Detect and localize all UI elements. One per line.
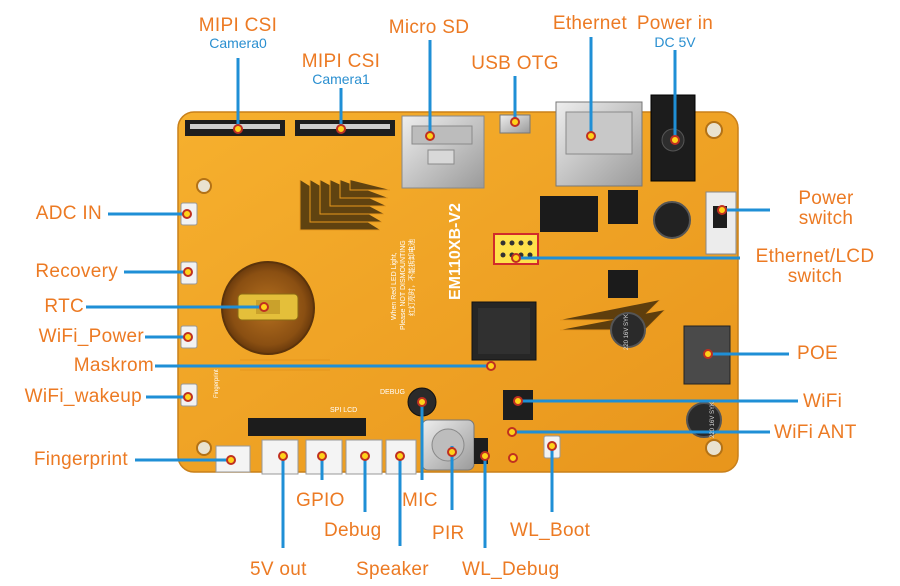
label-mic: MIC (402, 490, 438, 511)
label-debug: Debug (324, 520, 382, 541)
label-wl-debug: WL_Debug (462, 559, 560, 580)
label-wifi-wakeup: WiFi_wakeup (24, 386, 142, 407)
board-model-silk: EM110XB-V2 (447, 203, 464, 300)
board-notice-silk-1: When Red LED Light, (391, 252, 398, 320)
label-recovery: Recovery (35, 261, 118, 282)
spi-lcd-silk: SPI LCD (330, 407, 357, 414)
label-adc-in: ADC IN (35, 203, 102, 224)
debug-silk: DEBUG (380, 389, 405, 396)
label-camera1: Camera1 (312, 71, 370, 87)
fingerprint-silk: Fingerprint (214, 369, 220, 398)
marker-dots (182, 117, 727, 465)
label-wifi-power: WiFi_Power (38, 326, 144, 347)
label-dc-5v: DC 5V (654, 34, 696, 50)
label-poe: POE (797, 343, 839, 364)
mounting-holes (196, 121, 723, 457)
label-camera0: Camera0 (209, 35, 267, 51)
spi-lcd-header (248, 418, 366, 436)
label-wl-boot: WL_Boot (510, 520, 591, 541)
label-micro-sd: Micro SD (388, 17, 470, 38)
label-wifi-ant: WiFi ANT (774, 422, 857, 443)
board-notice-silk-3: 红灯亮时，不能拆卸电池 (407, 239, 416, 316)
label-speaker: Speaker (356, 559, 429, 580)
board-notice-silk-2: Please NOT DISMOUNTING (400, 240, 407, 330)
label-fingerprint: Fingerprint (33, 449, 128, 470)
label-mipi-csi-1: MIPI CSI (301, 51, 381, 72)
label-gpio: GPIO (296, 490, 345, 511)
capacitors (610, 201, 722, 438)
leader-lines (86, 37, 798, 548)
label-rtc: RTC (44, 296, 84, 317)
label-power-switch-1: Power (798, 188, 854, 209)
label-5v-out: 5V out (250, 559, 307, 580)
label-eth-lcd-1: Ethernet/LCD (755, 246, 875, 267)
label-wifi: WiFi (803, 391, 843, 412)
label-maskrom: Maskrom (73, 355, 154, 376)
label-pir: PIR (432, 523, 465, 544)
label-power-switch-2: switch (798, 208, 854, 229)
cap-silk-2: 220 16V SYK (710, 402, 716, 438)
label-mipi-csi-0: MIPI CSI (198, 15, 278, 36)
label-eth-lcd-2: switch (787, 266, 843, 287)
cap-silk-1: 220 16V SYK (624, 314, 630, 350)
label-ethernet: Ethernet (552, 13, 628, 34)
label-usb-otg: USB OTG (471, 53, 559, 74)
label-power-in: Power in (636, 13, 714, 34)
